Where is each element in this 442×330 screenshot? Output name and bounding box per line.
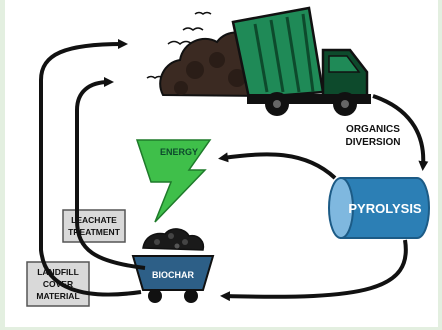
- landfill-label-line3: MATERIAL: [36, 291, 79, 301]
- organics-diversion-label-line1: ORGANICS: [346, 124, 400, 135]
- garbage-bag: [209, 52, 225, 68]
- leachate-treatment-box: [62, 209, 126, 243]
- arrow-biochar-to-landfill-outer: [39, 39, 142, 297]
- leachate-label-line1: LEACHATE: [71, 215, 117, 225]
- arrow-pyrolysis-to-biochar: [220, 239, 408, 302]
- organics-diversion-label-line2: DIVERSION: [345, 137, 400, 148]
- leachate-label-line2: TREATMENT: [68, 227, 121, 237]
- garbage-bag: [228, 69, 246, 87]
- landfill-cover-box: [26, 261, 90, 307]
- biochar-cart-icon: [131, 228, 215, 303]
- biochar-pile: [142, 228, 205, 251]
- garbage-truck-icon: [146, 6, 371, 116]
- cart-wheel: [184, 289, 198, 303]
- garbage-bag: [174, 81, 188, 95]
- bird-icon: [182, 27, 204, 31]
- bird-icon: [194, 11, 212, 15]
- truck-window: [328, 55, 361, 73]
- arrow-pyrolysis-to-energy: [218, 152, 337, 180]
- pyrolysis-cylinder-icon: [328, 177, 430, 239]
- pyrolysis-label: PYROLYSIS: [348, 201, 422, 216]
- arrow-biochar-to-landfill-inner: [75, 77, 146, 270]
- biochar-cart-body: [131, 255, 215, 291]
- bird-icon: [167, 40, 193, 45]
- landfill-label-line1: LANDFILL: [37, 267, 79, 277]
- garbage-bag: [186, 61, 204, 79]
- diagram-frame: ORGANICS DIVERSION ENERGY PYROLYSIS BIOC…: [5, 0, 438, 327]
- energy-label: ENERGY: [160, 147, 198, 157]
- truck-chassis: [247, 94, 371, 104]
- cart-wheel: [148, 289, 162, 303]
- waste-cycle-diagram: ORGANICS DIVERSION ENERGY PYROLYSIS BIOC…: [26, 6, 430, 307]
- energy-bolt-icon: [135, 139, 212, 223]
- biochar-label: BIOCHAR: [152, 270, 194, 280]
- arrow-truck-to-pyrolysis: [372, 94, 429, 171]
